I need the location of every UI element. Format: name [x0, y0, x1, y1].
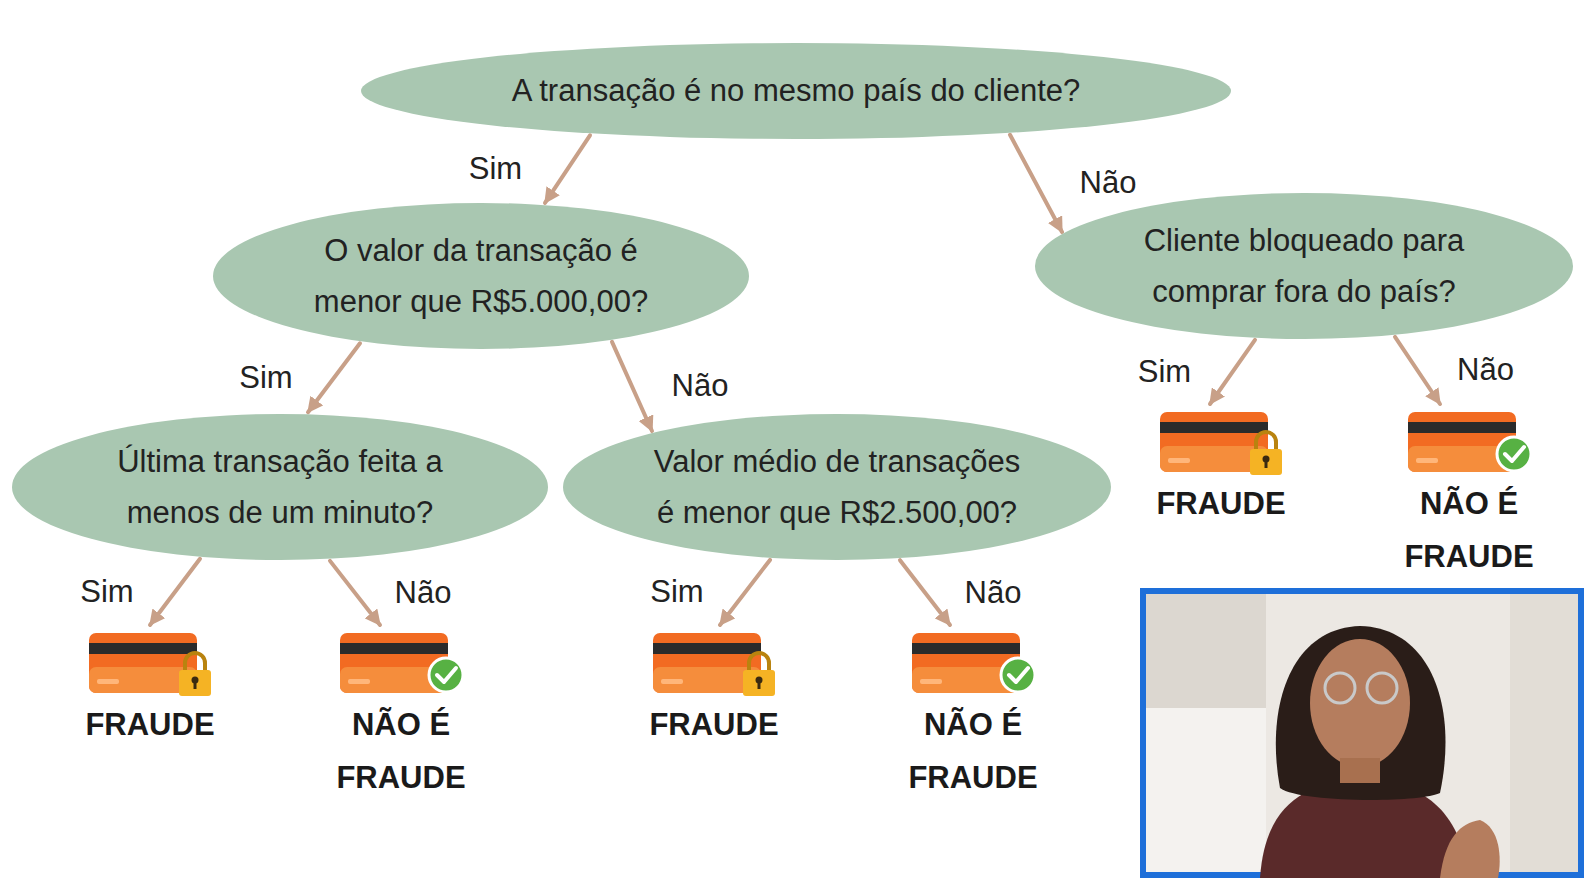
outcome-card: NÃO É FRAUDE — [301, 627, 501, 804]
branch-label: Não — [961, 574, 1026, 611]
outcome-label: FRAUDE — [624, 699, 804, 752]
glasses — [1367, 673, 1397, 703]
headboard — [1146, 594, 1266, 872]
outcome-label: NÃO É FRAUDE — [883, 699, 1063, 804]
door — [1510, 594, 1578, 872]
card-icon — [1404, 406, 1534, 478]
question-text: A transação é no mesmo país do cliente? — [416, 65, 1176, 116]
question-text: O valor da transação é menor que R$5.000… — [281, 225, 681, 327]
lock-shackle — [749, 653, 769, 671]
decision-ellipse: A transação é no mesmo país do cliente? — [361, 43, 1231, 139]
outcome-label: NÃO É FRAUDE — [1379, 478, 1559, 583]
card-icon — [908, 627, 1038, 699]
card-icon — [649, 627, 779, 699]
card-mark — [97, 679, 119, 684]
card-mark — [1416, 458, 1438, 463]
branch-label: Não — [391, 574, 456, 611]
outcome-label: FRAUDE — [60, 699, 240, 752]
branch-label: Sim — [1134, 353, 1195, 390]
branch-arrow — [720, 560, 770, 625]
check-badge — [429, 658, 463, 692]
branch-arrow — [1010, 135, 1062, 232]
decision-ellipse: Valor médio de transações é menor que R$… — [563, 414, 1111, 560]
branch-label: Sim — [76, 573, 137, 610]
branch-label: Não — [668, 368, 733, 405]
branch-arrow — [612, 342, 652, 431]
question-text: Última transação feita a menos de um min… — [80, 436, 480, 538]
lock-keyhole — [758, 681, 761, 689]
card-stripe — [912, 643, 1020, 654]
branch-arrow — [1210, 340, 1255, 404]
card-stripe — [340, 643, 448, 654]
bed — [1146, 708, 1266, 872]
branch-label: Sim — [646, 574, 707, 611]
lock-keyhole — [1265, 460, 1268, 468]
person-hair — [1276, 626, 1446, 800]
branch-label: Não — [1453, 352, 1518, 389]
question-text: Cliente bloqueado para comprar fora do p… — [1104, 215, 1504, 317]
outcome-card: NÃO É FRAUDE — [873, 627, 1073, 804]
outcome-label: NÃO É FRAUDE — [311, 699, 491, 804]
decision-ellipse: Cliente bloqueado para comprar fora do p… — [1035, 193, 1573, 339]
outcome-label: FRAUDE — [1131, 478, 1311, 531]
branch-label: Não — [1076, 165, 1141, 202]
lock-keyhole — [194, 681, 197, 689]
check-badge — [1001, 658, 1035, 692]
check-badge — [1497, 437, 1531, 471]
branch-arrow — [1395, 337, 1440, 404]
branch-arrow — [900, 560, 950, 625]
card-mark — [661, 679, 683, 684]
card-mark — [348, 679, 370, 684]
card-mark — [920, 679, 942, 684]
lock-shackle — [1256, 432, 1276, 450]
outcome-card: FRAUDE — [50, 627, 250, 752]
person-neck — [1340, 758, 1380, 783]
question-text: Valor médio de transações é menor que R$… — [645, 436, 1030, 538]
branch-arrow — [150, 559, 200, 625]
person-face — [1310, 639, 1410, 767]
card-icon — [1156, 406, 1286, 478]
person-hand — [1440, 820, 1500, 878]
card-icon — [336, 627, 466, 699]
card-mark — [1168, 458, 1190, 463]
card-stripe — [89, 643, 197, 654]
check-mark — [1505, 447, 1524, 461]
branch-arrow — [330, 561, 380, 625]
lock-body — [743, 670, 775, 696]
lock-shackle — [185, 653, 205, 671]
card-stripe — [1160, 422, 1268, 433]
branch-label: Sim — [465, 151, 526, 188]
outcome-card: FRAUDE — [1121, 406, 1321, 531]
decision-ellipse: Última transação feita a menos de um min… — [12, 414, 548, 560]
branch-arrow — [308, 343, 360, 412]
lock-body — [179, 670, 211, 696]
card-stripe — [1408, 422, 1516, 433]
outcome-card: NÃO É FRAUDE — [1369, 406, 1569, 583]
webcam-inset — [1140, 588, 1584, 878]
branch-label: Sim — [235, 359, 296, 396]
decision-ellipse: O valor da transação é menor que R$5.000… — [213, 203, 749, 349]
card-stripe — [653, 643, 761, 654]
branch-arrow — [545, 135, 590, 203]
outcome-card: FRAUDE — [614, 627, 814, 752]
lock-body — [1250, 449, 1282, 475]
glasses — [1325, 673, 1355, 703]
check-mark — [1009, 668, 1028, 682]
check-mark — [437, 668, 456, 682]
card-icon — [85, 627, 215, 699]
